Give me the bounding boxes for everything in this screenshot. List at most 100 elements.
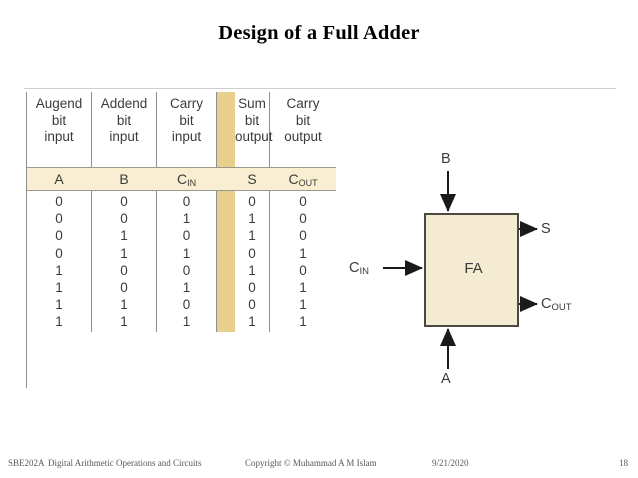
label-base: C	[541, 296, 552, 312]
symbol-base: C	[176, 171, 188, 187]
table-cell: 0	[120, 262, 128, 278]
table-cell: 0	[182, 228, 191, 244]
table-cell: 0	[55, 228, 63, 244]
table-symbol-s: S	[235, 170, 269, 188]
footer-copyright: Copyright © Muhammad A M Islam	[245, 458, 377, 468]
table-cell: 0	[248, 297, 256, 313]
header-line-3: input	[44, 129, 74, 144]
table-cell: 1	[182, 245, 191, 261]
table-cell: 1	[299, 314, 307, 330]
table-cell: 0	[248, 194, 256, 209]
table-cell: 0	[120, 194, 128, 209]
header-line-3: input	[171, 129, 202, 144]
header-line-2: bit	[116, 112, 132, 128]
table-column-rule-2	[156, 92, 157, 332]
header-line-1: Sum	[238, 96, 266, 111]
symbol-row-band	[27, 168, 336, 190]
table-cell: 1	[299, 297, 307, 313]
diagram-label-b: B	[441, 151, 451, 167]
label-base: B	[441, 151, 451, 167]
table-cell: 0	[55, 245, 63, 261]
table-cell: 0	[182, 262, 191, 278]
table-cell: 1	[248, 211, 256, 227]
table-cell: 1	[55, 297, 63, 313]
input-output-separator-band	[217, 92, 235, 332]
table-left-border	[26, 92, 27, 388]
footer-page-number: 18	[619, 458, 628, 468]
header-line-1: Carry	[170, 96, 203, 111]
table-cell: 1	[55, 280, 63, 296]
title-divider	[24, 88, 616, 89]
diagram-label-a: A	[441, 371, 451, 387]
table-cell: 0	[182, 194, 191, 209]
table-cell: 0	[248, 280, 256, 296]
header-line-2: bit	[244, 112, 260, 128]
table-cell: 1	[182, 280, 191, 296]
symbol-base: S	[247, 171, 257, 187]
slide-footer: SBE202A Digital Arithmetic Operations an…	[0, 458, 638, 474]
header-line-2: bit	[51, 112, 67, 128]
header-line-3: input	[109, 129, 139, 144]
table-symbol-a: A	[27, 170, 91, 188]
table-cell: 1	[55, 262, 63, 278]
label-subscript: OUT	[551, 302, 572, 313]
table-cell: 0	[299, 194, 307, 209]
symbol-base: A	[54, 171, 64, 187]
table-cell: 1	[248, 262, 256, 278]
label-base: S	[541, 221, 551, 237]
diagram-label-cout: COUT	[541, 296, 572, 313]
full-adder-block-diagram: FA B A CIN S COUT	[345, 145, 630, 395]
table-column-rule-4	[269, 92, 270, 332]
table-cell: 1	[248, 228, 256, 244]
header-line-1: Carry	[286, 96, 320, 111]
header-line-1: Addend	[100, 96, 148, 111]
table-header-sum: Sum bit output	[235, 96, 273, 146]
symbol-subscript: OUT	[298, 178, 318, 188]
header-line-2: bit	[295, 112, 311, 128]
table-cell: 1	[299, 280, 307, 296]
table-cell: 1	[120, 245, 128, 261]
table-symbol-cout: COUT	[270, 170, 336, 190]
table-cell: 1	[120, 228, 128, 244]
table-symbol-cin: CIN	[157, 170, 216, 190]
symbol-subscript: IN	[187, 178, 197, 188]
symbol-base: C	[288, 171, 299, 187]
table-cell: 0	[120, 280, 128, 296]
symbol-row-bottom-rule	[27, 190, 336, 191]
table-column-rule-1	[91, 92, 92, 332]
footer-date: 9/21/2020	[432, 458, 469, 468]
page-title: Design of a Full Adder	[218, 22, 420, 44]
diagram-label-cin: CIN	[349, 260, 369, 277]
table-header-carry-out: Carry bit output	[270, 96, 336, 146]
symbol-row-top-rule	[27, 167, 336, 168]
table-cell: 0	[299, 228, 307, 244]
header-line-1: Augend	[35, 96, 83, 111]
table-header-augend: Augend bit input	[27, 96, 91, 146]
truth-table: Augend bit input Addend bit input Carry …	[26, 92, 336, 388]
table-header-addend: Addend bit input	[92, 96, 156, 146]
table-cell: 0	[248, 245, 256, 261]
label-base: C	[349, 260, 360, 276]
table-column-rule-3	[216, 92, 217, 332]
table-cell: 1	[120, 297, 128, 313]
table-cell: 1	[182, 314, 191, 330]
header-line-3: output	[235, 129, 273, 144]
table-cell: 0	[55, 211, 63, 227]
footer-course-code: SBE202A	[8, 458, 45, 468]
table-cell: 1	[120, 314, 128, 330]
header-line-2: bit	[179, 112, 194, 128]
label-subscript: IN	[359, 266, 369, 277]
table-cell: 1	[55, 314, 63, 330]
table-cell: 0	[120, 211, 128, 227]
diagram-arrows	[383, 171, 538, 369]
table-cell: 1	[182, 211, 191, 227]
table-cell: 1	[248, 314, 256, 330]
header-line-3: output	[284, 129, 322, 144]
table-cell: 1	[299, 245, 307, 261]
full-adder-box-label: FA	[464, 260, 483, 277]
